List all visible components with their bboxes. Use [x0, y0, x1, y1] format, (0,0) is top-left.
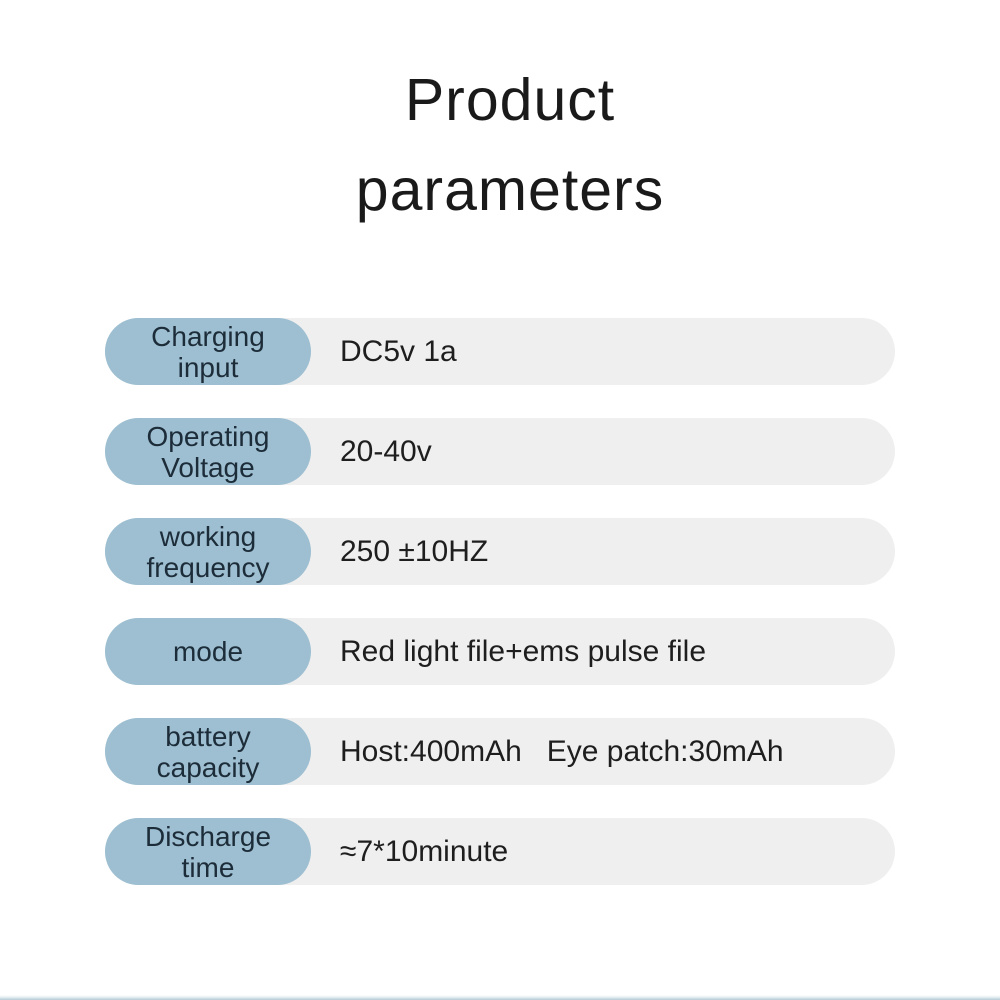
page-title-line-1: Product — [404, 67, 616, 133]
parameter-value: 250 ±10HZ — [340, 534, 489, 568]
parameter-value: DC5v 1a — [340, 334, 457, 368]
parameter-label-pill: mode — [105, 618, 311, 685]
parameter-label-pill: Operating Voltage — [105, 418, 311, 485]
page-title-line-2: parameters — [355, 157, 665, 223]
parameter-row-battery-capacity: Host:400mAh Eye patch:30mAh battery capa… — [105, 718, 895, 785]
parameter-value: Host:400mAh Eye patch:30mAh — [340, 734, 784, 768]
parameter-row-discharge-time: ≈7*10minute Discharge time — [105, 818, 895, 885]
parameter-value: 20-40v — [340, 434, 432, 468]
parameter-value: ≈7*10minute — [340, 834, 509, 868]
bottom-edge-strip — [0, 995, 1000, 1000]
parameter-row-operating-voltage: 20-40v Operating Voltage — [105, 418, 895, 485]
parameter-label-line: Voltage — [161, 451, 255, 483]
parameter-row-mode: Red light file+ems pulse file mode — [105, 618, 895, 685]
parameter-label-pill: working frequency — [105, 518, 311, 585]
parameter-list: DC5v 1a Charging input 20-40v Operating … — [105, 318, 895, 885]
parameter-label-line: working — [159, 520, 257, 552]
parameter-label-line: battery — [165, 720, 251, 752]
parameter-label-pill: Discharge time — [105, 818, 311, 885]
parameter-label-pill: Charging input — [105, 318, 311, 385]
parameter-label-line: Operating — [146, 420, 270, 452]
parameter-label-line: Charging — [151, 320, 265, 352]
parameter-label-line: capacity — [156, 751, 260, 783]
parameter-label-line: time — [181, 851, 235, 883]
parameter-row-working-frequency: 250 ±10HZ working frequency — [105, 518, 895, 585]
parameter-value: Red light file+ems pulse file — [340, 634, 707, 668]
parameter-label-line: Discharge — [144, 820, 272, 852]
page-title: Product parameters — [10, 0, 1000, 235]
parameter-label-line: input — [177, 351, 239, 383]
parameter-label-pill: battery capacity — [105, 718, 311, 785]
parameter-label-line: frequency — [146, 551, 270, 583]
parameter-row-charging-input: DC5v 1a Charging input — [105, 318, 895, 385]
parameter-label-line: mode — [172, 636, 244, 667]
